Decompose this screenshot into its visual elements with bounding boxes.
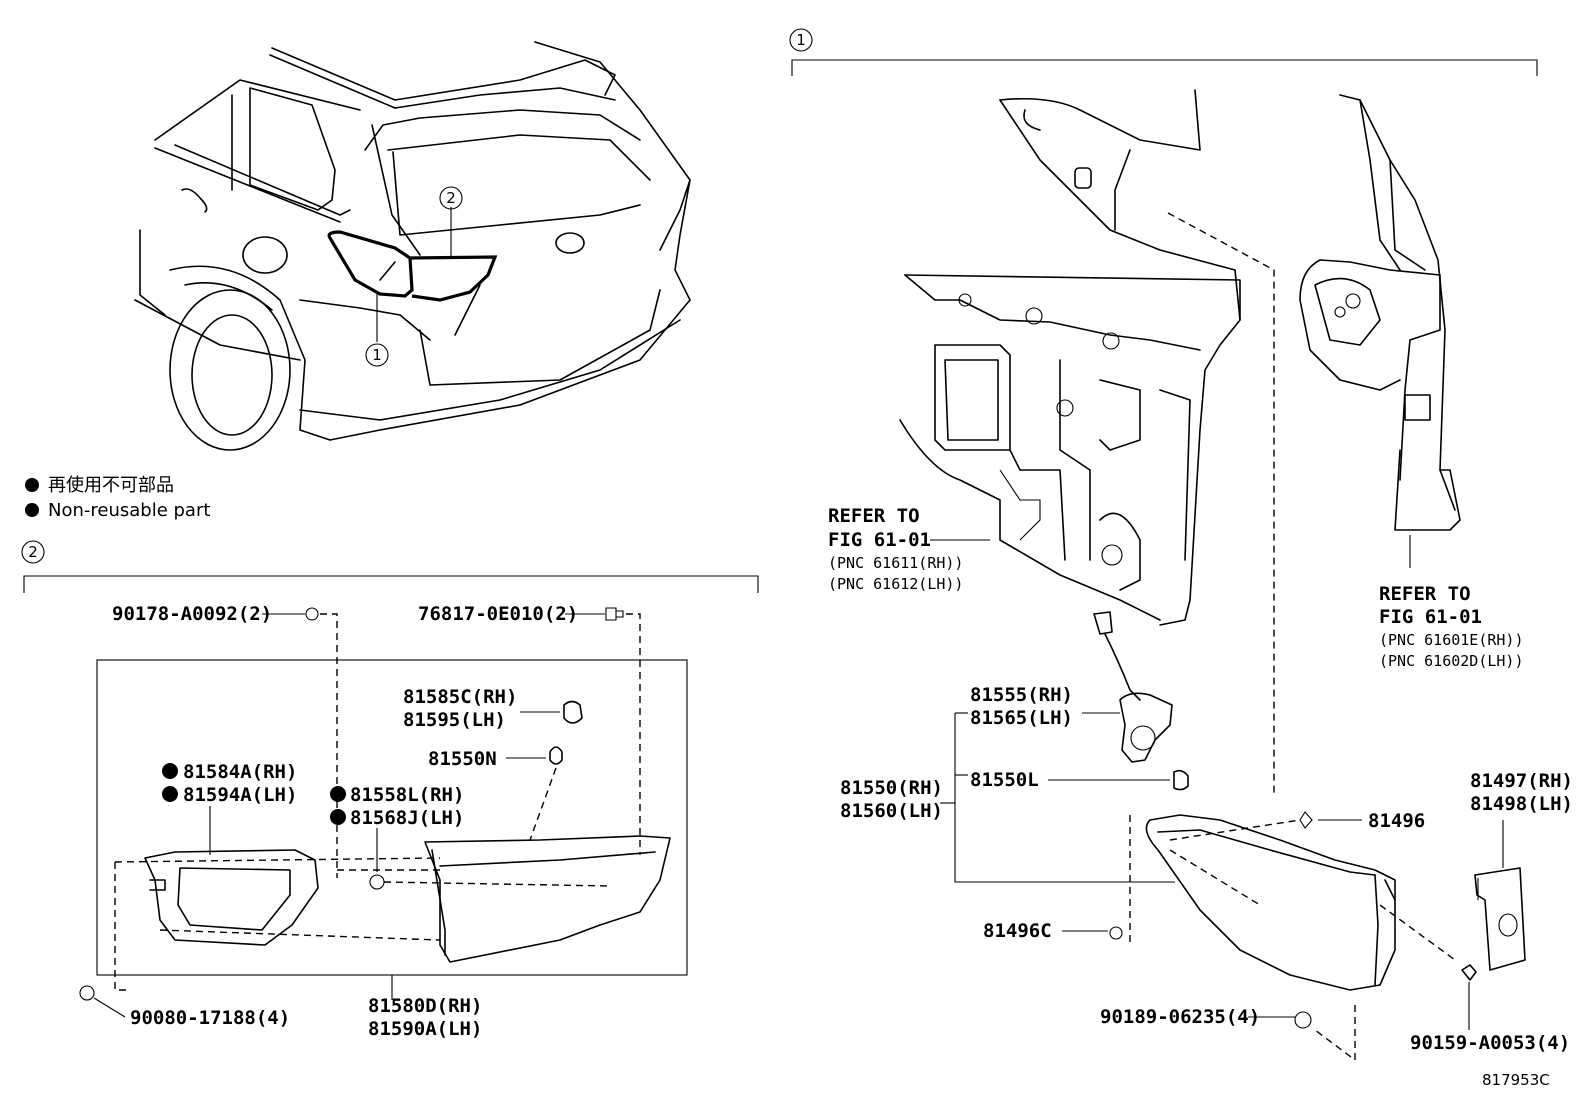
label-81560: 81560(LH) — [840, 800, 943, 822]
label-81496C: 81496C — [983, 920, 1052, 942]
label-81550N: 81550N — [428, 748, 497, 770]
refer-right-l3: (PNC 61601E(RH)) — [1379, 631, 1524, 649]
figure-code: 817953C — [1482, 1071, 1550, 1089]
label-81565: 81565(LH) — [970, 707, 1073, 729]
label-81496: 81496 — [1368, 810, 1425, 832]
refer-left-l4: (PNC 61612(LH)) — [828, 575, 963, 593]
refer-right-l2: FIG 61-01 — [1379, 606, 1482, 628]
legend-jp: 再使用不可部品 — [48, 475, 174, 496]
label-90080: 90080-17188(4) — [130, 1007, 290, 1029]
label-81555: 81555(RH) — [970, 684, 1073, 706]
callout-two-vehicle: 2 — [446, 189, 456, 207]
section-two-marker: 2 — [28, 543, 38, 561]
label-81594A: 81594A(LH) — [183, 784, 297, 806]
section-one-marker: 1 — [796, 31, 806, 49]
label-81558L: 81558L(RH) — [350, 784, 464, 806]
label-81550L: 81550L — [970, 769, 1039, 791]
callout-one-vehicle: 1 — [372, 346, 382, 364]
legend-en: Non-reusable part — [48, 500, 210, 521]
refer-right-l1: REFER TO — [1379, 583, 1471, 605]
label-81498: 81498(LH) — [1470, 793, 1573, 815]
section-one: 1 REFER TO FIG 61-01 (PNC 61611(RH)) (PN… — [789, 28, 1573, 1062]
label-90189: 90189-06235(4) — [1100, 1006, 1260, 1028]
non-reusable-dot-icon — [25, 503, 39, 517]
refer-right-l4: (PNC 61602D(LH)) — [1379, 652, 1524, 670]
legend: 再使用不可部品 Non-reusable part — [25, 475, 210, 521]
refer-left-l1: REFER TO — [828, 505, 920, 527]
label-81595: 81595(LH) — [403, 709, 506, 731]
refer-left-l3: (PNC 61611(RH)) — [828, 554, 963, 572]
label-90178: 90178-A0092(2) — [112, 603, 272, 625]
label-81580D: 81580D(RH) — [368, 995, 482, 1017]
label-81584A: 81584A(RH) — [183, 761, 297, 783]
label-90159: 90159-A0053(4) — [1410, 1032, 1570, 1054]
label-81497: 81497(RH) — [1470, 770, 1573, 792]
non-reusable-dot-icon — [25, 478, 39, 492]
label-81590A: 81590A(LH) — [368, 1018, 482, 1040]
vehicle-rear-illustration: 1 2 — [134, 41, 691, 451]
label-81568J: 81568J(LH) — [350, 807, 464, 829]
section-two: 2 90178-A0092(2) 76817-0E010(2) 81585C(R… — [21, 540, 759, 1040]
refer-left-l2: FIG 61-01 — [828, 529, 931, 551]
label-76817: 76817-0E010(2) — [418, 603, 578, 625]
label-81585C: 81585C(RH) — [403, 686, 517, 708]
label-81550: 81550(RH) — [840, 777, 943, 799]
